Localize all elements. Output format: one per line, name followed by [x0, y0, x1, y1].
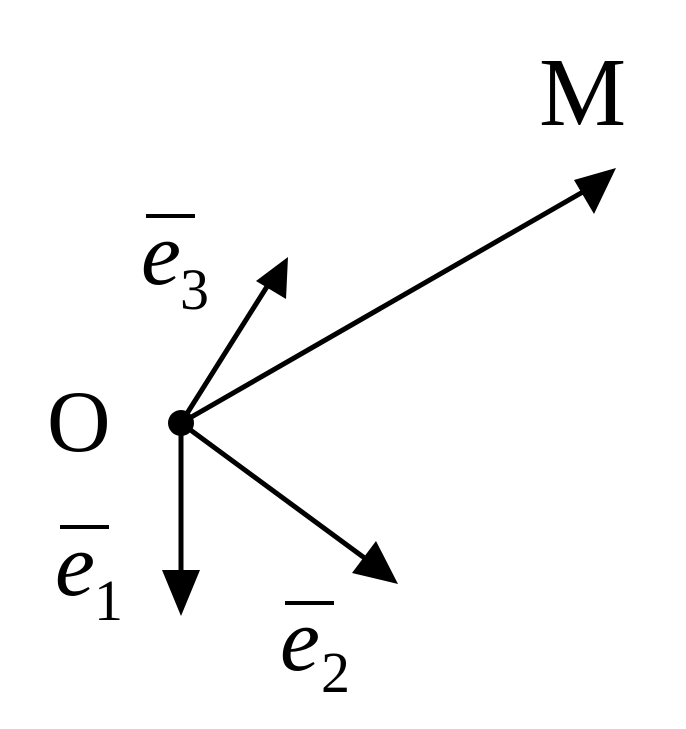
e3-subscript: 3 — [180, 257, 209, 322]
point-m-label: M — [539, 39, 626, 147]
vector-om-arrowhead — [574, 168, 616, 214]
origin-label: O — [47, 374, 111, 471]
e1-label: e 1 — [55, 516, 123, 633]
origin-point — [168, 410, 194, 436]
vector-e2 — [178, 420, 398, 584]
vector-e3-arrowhead — [256, 257, 288, 299]
vector-e2-shaft — [178, 420, 373, 565]
vector-om — [178, 168, 616, 426]
e3-label: e 3 — [141, 205, 209, 322]
e3-symbol: e — [141, 205, 181, 304]
e2-symbol: e — [280, 591, 320, 690]
vector-e3 — [178, 257, 288, 426]
vector-e1 — [162, 420, 200, 616]
e2-label: e 2 — [280, 591, 350, 705]
vector-e3-shaft — [178, 282, 271, 426]
vector-e2-arrowhead — [352, 541, 398, 584]
vector-e1-arrowhead — [162, 570, 200, 616]
vector-om-shaft — [178, 186, 591, 426]
e1-symbol: e — [55, 516, 95, 615]
e1-subscript: 1 — [94, 568, 123, 633]
e2-subscript: 2 — [321, 640, 350, 705]
